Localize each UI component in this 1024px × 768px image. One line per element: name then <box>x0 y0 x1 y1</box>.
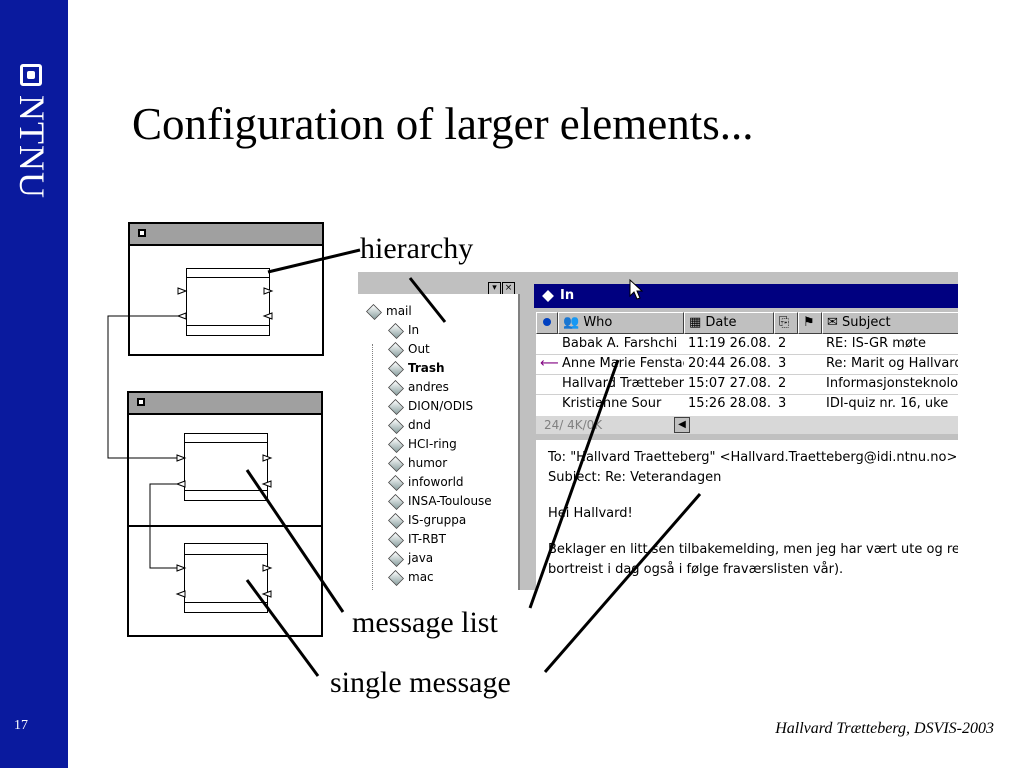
message-to: To: "Hallvard Traetteberg" <Hallvard.Tra… <box>548 450 958 465</box>
outbox-icon <box>388 341 404 358</box>
folder-item[interactable]: INSA-Toulouse <box>388 492 492 511</box>
column-header-flag[interactable]: ⚑ <box>798 312 822 334</box>
cell-who[interactable]: Babak A. Farshchi <box>562 336 678 351</box>
folder-item[interactable]: infoworld <box>388 473 464 492</box>
slide-footer: Hallvard Trætteberg, DSVIS-2003 <box>775 720 994 737</box>
folder-icon <box>388 455 404 472</box>
folder-icon <box>388 379 404 396</box>
window-menu-icon <box>138 229 146 237</box>
column-header-status[interactable] <box>536 312 558 334</box>
message-line: Beklager en litt sen tilbakemelding, men… <box>548 542 958 557</box>
folder-item[interactable]: DION/ODIS <box>388 397 473 416</box>
message-greeting: Hei Hallvard! <box>548 506 633 521</box>
folder-icon <box>388 512 404 529</box>
cell-count[interactable]: 3 <box>778 356 787 371</box>
folder-item[interactable]: java <box>388 549 433 568</box>
status-text: 24/ 4K/0K <box>544 418 603 432</box>
folder-item[interactable]: Trash <box>388 359 445 378</box>
folder-icon <box>388 550 404 567</box>
cell-who[interactable]: Anne Marie Fenstad <box>562 356 684 371</box>
window-menu-icon <box>137 398 145 406</box>
diagram-titlebar <box>130 224 322 246</box>
diagram-single-message-component <box>184 543 268 613</box>
folder-item[interactable]: andres <box>388 378 449 397</box>
column-header-who[interactable]: 👥 Who <box>558 312 684 334</box>
cell-who[interactable]: Kristianne Sour <box>562 396 662 411</box>
in-window-titlebar: In <box>534 284 958 308</box>
cell-date[interactable]: 11:19 26.08. <box>688 336 771 351</box>
mail-icon <box>366 303 382 320</box>
folder-icon <box>388 398 404 415</box>
cell-count[interactable]: 2 <box>778 376 787 391</box>
column-header-date[interactable]: ▦ Date <box>684 312 774 334</box>
message-line: bortreist i dag også i følge fraværslist… <box>548 562 844 577</box>
email-client-screenshot: ▾ × mail In Out Trash andres DION/ODIS d… <box>358 272 958 590</box>
folder-item[interactable]: HCI-ring <box>388 435 457 454</box>
folder-item[interactable]: humor <box>388 454 447 473</box>
message-subject: Subject: Re: Veterandagen <box>548 470 722 485</box>
folder-icon <box>388 417 404 434</box>
close-icon[interactable]: × <box>502 282 515 295</box>
ntnu-sidebar: NTNU 17 <box>0 0 68 768</box>
diagram-hierarchy-window <box>128 222 324 356</box>
cell-date[interactable]: 20:44 26.08. <box>688 356 771 371</box>
label-single-message: single message <box>330 666 511 699</box>
tree-toolbar: ▾ × <box>358 272 518 295</box>
cell-count[interactable]: 2 <box>778 336 787 351</box>
trash-icon <box>388 360 404 377</box>
folder-icon <box>388 436 404 453</box>
scroll-left-icon[interactable]: ◀ <box>674 417 690 433</box>
label-hierarchy: hierarchy <box>360 232 474 265</box>
tree-root-mail[interactable]: mail <box>366 302 412 321</box>
folder-icon <box>388 569 404 586</box>
folder-item[interactable]: mac <box>388 568 434 587</box>
cell-subject[interactable]: Informasjonsteknologi <box>826 376 958 391</box>
folder-item[interactable]: Out <box>388 340 430 359</box>
label-message-list: message list <box>352 606 498 639</box>
message-pane: In 👥 Who ▦ Date ⎘ ⚑ ✉ Subject Babak A. F… <box>534 284 958 590</box>
diagram-messages-window <box>127 391 323 637</box>
slide-title: Configuration of larger elements... <box>132 99 754 149</box>
inbox-icon <box>388 322 404 339</box>
folder-item[interactable]: IS-gruppa <box>388 511 466 530</box>
diagram-message-list-component <box>184 433 268 501</box>
cell-date[interactable]: 15:07 27.08. <box>688 376 771 391</box>
cell-subject[interactable]: IDI-quiz nr. 16, uke <box>826 396 949 411</box>
reply-arrow-icon: ⟵ <box>540 356 558 371</box>
ntnu-wordmark: NTNU <box>12 95 52 199</box>
diagram-titlebar <box>129 393 321 415</box>
column-header-thread[interactable]: ⎘ <box>774 312 798 334</box>
cell-subject[interactable]: Re: Marit og Hallvard <box>826 356 958 371</box>
folder-item[interactable]: IT-RBT <box>388 530 446 549</box>
folder-tree: mail In Out Trash andres DION/ODIS dnd H… <box>358 294 520 590</box>
horizontal-scrollbar[interactable]: 24/ 4K/0K ◀ <box>536 416 958 434</box>
message-list: 👥 Who ▦ Date ⎘ ⚑ ✉ Subject Babak A. Fars… <box>536 312 958 416</box>
message-view[interactable]: To: "Hallvard Traetteberg" <Hallvard.Tra… <box>536 440 958 590</box>
folder-icon <box>542 289 554 302</box>
folder-item[interactable]: dnd <box>388 416 431 435</box>
folder-item[interactable]: In <box>388 321 419 340</box>
diagram-hierarchy-component <box>186 268 270 336</box>
diagram-pane-divider <box>129 525 321 527</box>
cell-subject[interactable]: RE: IS-GR møte <box>826 336 926 351</box>
ntnu-logo-icon <box>20 64 42 86</box>
folder-icon <box>388 493 404 510</box>
cell-date[interactable]: 15:26 28.08. <box>688 396 771 411</box>
folder-icon <box>388 474 404 491</box>
cell-who[interactable]: Hallvard Trætteberg <box>562 376 684 391</box>
cell-count[interactable]: 3 <box>778 396 787 411</box>
folder-icon <box>388 531 404 548</box>
page-number: 17 <box>14 718 28 733</box>
column-header-subject[interactable]: ✉ Subject <box>822 312 958 334</box>
